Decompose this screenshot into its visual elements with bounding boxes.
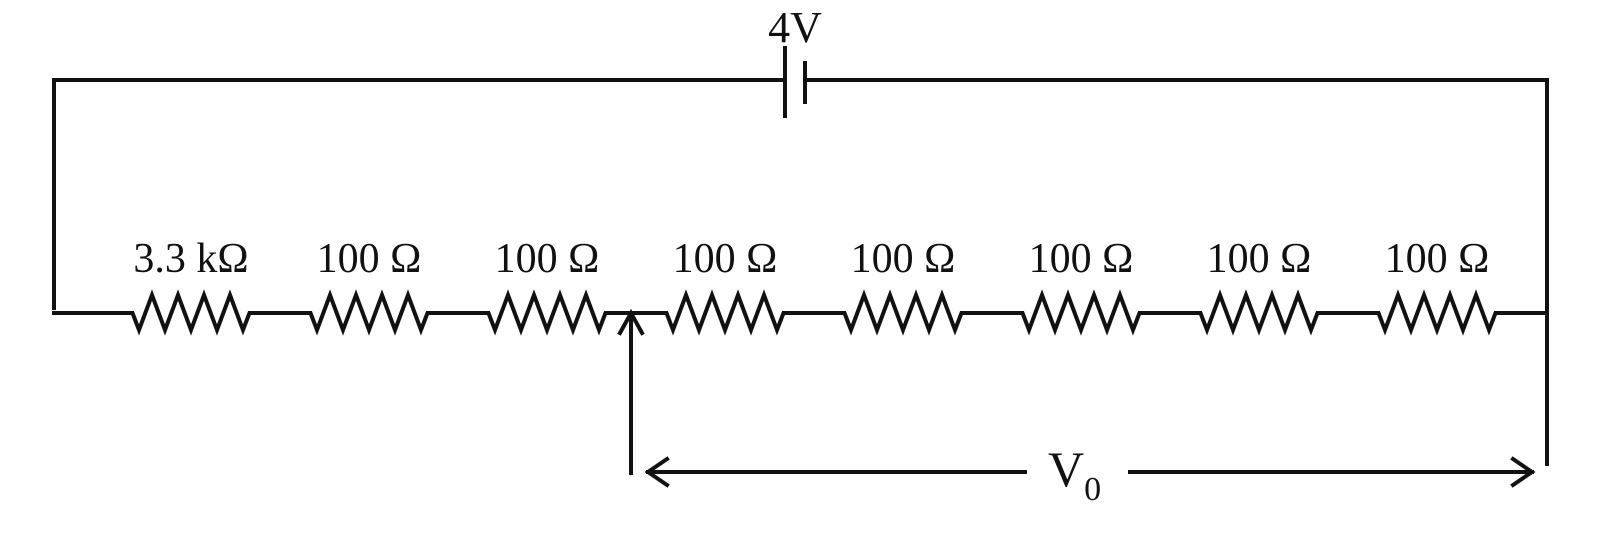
v0-symbol: V: [1048, 441, 1084, 497]
resistor-6-label: 100 Ω: [1029, 236, 1134, 282]
v0-subscript: 0: [1084, 471, 1101, 508]
top-wire-left: [52, 78, 787, 310]
v0-arrowhead-right: [1510, 456, 1536, 488]
v0-label: V0: [1048, 441, 1101, 508]
resistor-2: [304, 289, 434, 336]
tap-arrowhead: [617, 308, 645, 336]
resistor-1-label: 3.3 kΩ: [133, 236, 248, 282]
resistor-2-label: 100 Ω: [317, 236, 422, 282]
resistor-3-label: 100 Ω: [495, 236, 600, 282]
resistor-5: [838, 289, 968, 336]
battery-label: 4V: [768, 3, 822, 52]
top-wire-right: [803, 78, 1549, 466]
resistor-1: [126, 289, 256, 336]
resistor-4: [660, 289, 790, 336]
resistor-6: [1016, 289, 1146, 336]
resistor-8: [1372, 289, 1502, 336]
resistor-chain: 3.3 kΩ 100 Ω 100 Ω 100 Ω 100 Ω 100 Ω 100 Ω 100 …: [52, 236, 1549, 336]
resistor-7: [1194, 289, 1324, 336]
resistor-7-label: 100 Ω: [1207, 236, 1312, 282]
resistor-8-label: 100 Ω: [1385, 236, 1490, 282]
resistor-3: [482, 289, 612, 336]
resistor-4-label: 100 Ω: [673, 236, 778, 282]
resistor-5-label: 100 Ω: [851, 236, 956, 282]
v0-arrowhead-left: [644, 456, 670, 488]
